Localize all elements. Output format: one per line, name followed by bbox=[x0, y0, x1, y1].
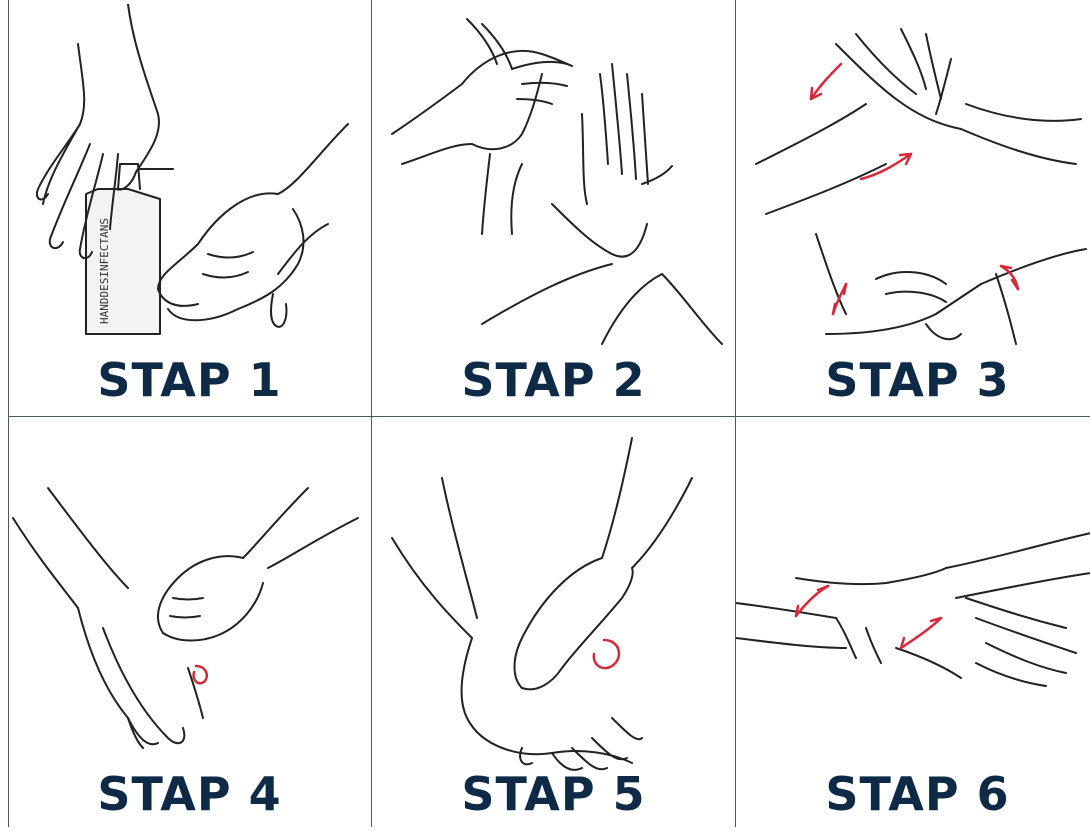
rotation-arrow bbox=[594, 640, 619, 668]
step-2-panel: STAP 2 bbox=[372, 4, 735, 417]
step-2-label: STAP 2 bbox=[372, 352, 735, 408]
motion-arrows bbox=[796, 586, 941, 648]
column-divider-2 bbox=[735, 0, 736, 827]
step-3-panel: STAP 3 bbox=[736, 4, 1090, 417]
left-border bbox=[8, 0, 9, 827]
column-divider-1 bbox=[371, 0, 372, 827]
step-6-panel: STAP 6 bbox=[736, 418, 1090, 831]
step-1-label: STAP 1 bbox=[8, 352, 371, 408]
rotation-arrow bbox=[194, 666, 207, 683]
step-4-panel: STAP 4 bbox=[8, 418, 371, 831]
row-divider bbox=[8, 416, 1090, 417]
step-4-label: STAP 4 bbox=[8, 766, 371, 822]
step-6-label: STAP 6 bbox=[736, 766, 1090, 822]
step-5-label: STAP 5 bbox=[372, 766, 735, 822]
bottle-label: HANDDESINFECTANS bbox=[98, 218, 111, 324]
step-5-panel: STAP 5 bbox=[372, 418, 735, 831]
step-3-label: STAP 3 bbox=[736, 352, 1090, 408]
step-1-panel: HANDDESINFECTANS STAP 1 bbox=[8, 4, 371, 417]
motion-arrows bbox=[811, 64, 1018, 314]
